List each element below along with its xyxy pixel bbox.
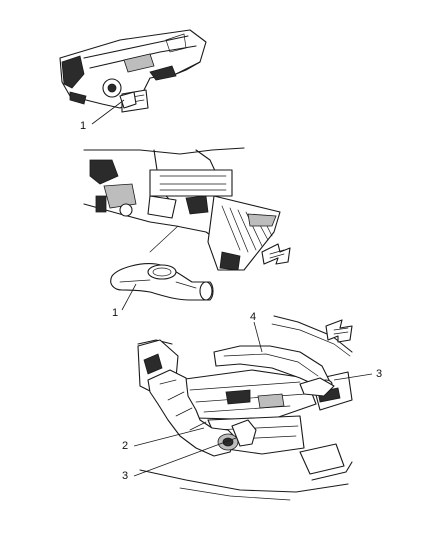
leader-part4: [253, 321, 263, 353]
leader-part2: [133, 427, 205, 447]
duct-panel2: [110, 263, 214, 301]
instrument-panel-view: [59, 29, 207, 113]
callout-part3-right: 3: [376, 368, 383, 380]
callout-part1-top: 1: [80, 120, 87, 132]
floor-duct-view: [83, 147, 291, 271]
leader-panel2: [121, 283, 137, 311]
duct-part-3: [231, 377, 335, 447]
leader-part3-right: [333, 373, 373, 381]
callout-part2: 2: [122, 440, 129, 452]
duct-part-2: [147, 369, 239, 457]
callout-part4: 4: [250, 311, 257, 323]
leader-part3-lower: [133, 437, 237, 477]
duct-panel1: [119, 91, 137, 109]
leader-panel1: [91, 99, 125, 125]
callout-part1-middle: 1: [112, 307, 119, 319]
callout-part3-lower: 3: [122, 470, 129, 482]
